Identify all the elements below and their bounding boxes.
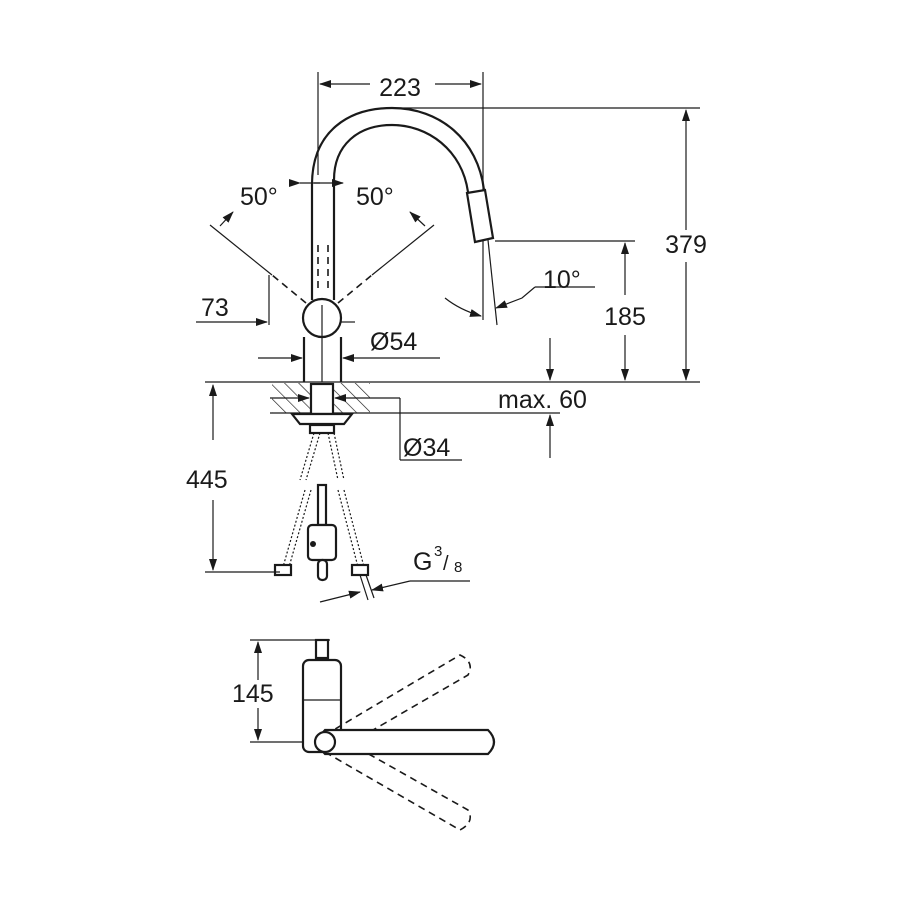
label-hole-diameter: Ø34: [403, 434, 450, 462]
spout-outer: [310, 106, 486, 300]
label-total-height: 379: [665, 231, 707, 259]
spout-outlet-plan: [314, 638, 330, 660]
dimension-lines: [196, 72, 700, 603]
lever-swing-down: [324, 734, 471, 831]
label-swivel-right: 50°: [356, 183, 394, 211]
label-body-diameter: Ø54: [370, 328, 417, 356]
label-swivel-left: 50°: [240, 183, 278, 211]
hose-connector-left: [273, 563, 293, 577]
faucet-side-view: [205, 106, 700, 601]
lever-right-position: [337, 274, 373, 304]
svg-text:3: 3: [434, 543, 442, 560]
svg-text:G: G: [413, 548, 432, 576]
svg-text:/: /: [443, 553, 449, 575]
spout-inner: [332, 123, 470, 300]
lever-swing-up: [324, 654, 471, 753]
label-hose-length: 445: [186, 466, 228, 494]
dimension-labels: 223 379 185 50° 50° 10° 73 Ø54 max. 60 Ø…: [186, 74, 707, 708]
svg-text:8: 8: [454, 559, 462, 576]
label-outlet-height: 185: [604, 303, 646, 331]
spray-head: [465, 188, 495, 244]
faucet-plan-view: [250, 638, 496, 831]
lever-plan: [317, 728, 496, 756]
hose-connector-right: [350, 563, 370, 577]
label-counter-thickness: max. 60: [498, 386, 587, 414]
mounting-shank: [309, 382, 335, 416]
label-handle-offset: 73: [201, 294, 229, 322]
label-connection-thread: G 3 / 8: [413, 543, 462, 576]
mounting-nut: [289, 412, 355, 426]
label-spout-reach: 223: [379, 74, 421, 102]
label-spray-angle: 10°: [543, 266, 581, 294]
lever-left-position: [271, 274, 307, 304]
label-plan-depth: 145: [232, 680, 274, 708]
